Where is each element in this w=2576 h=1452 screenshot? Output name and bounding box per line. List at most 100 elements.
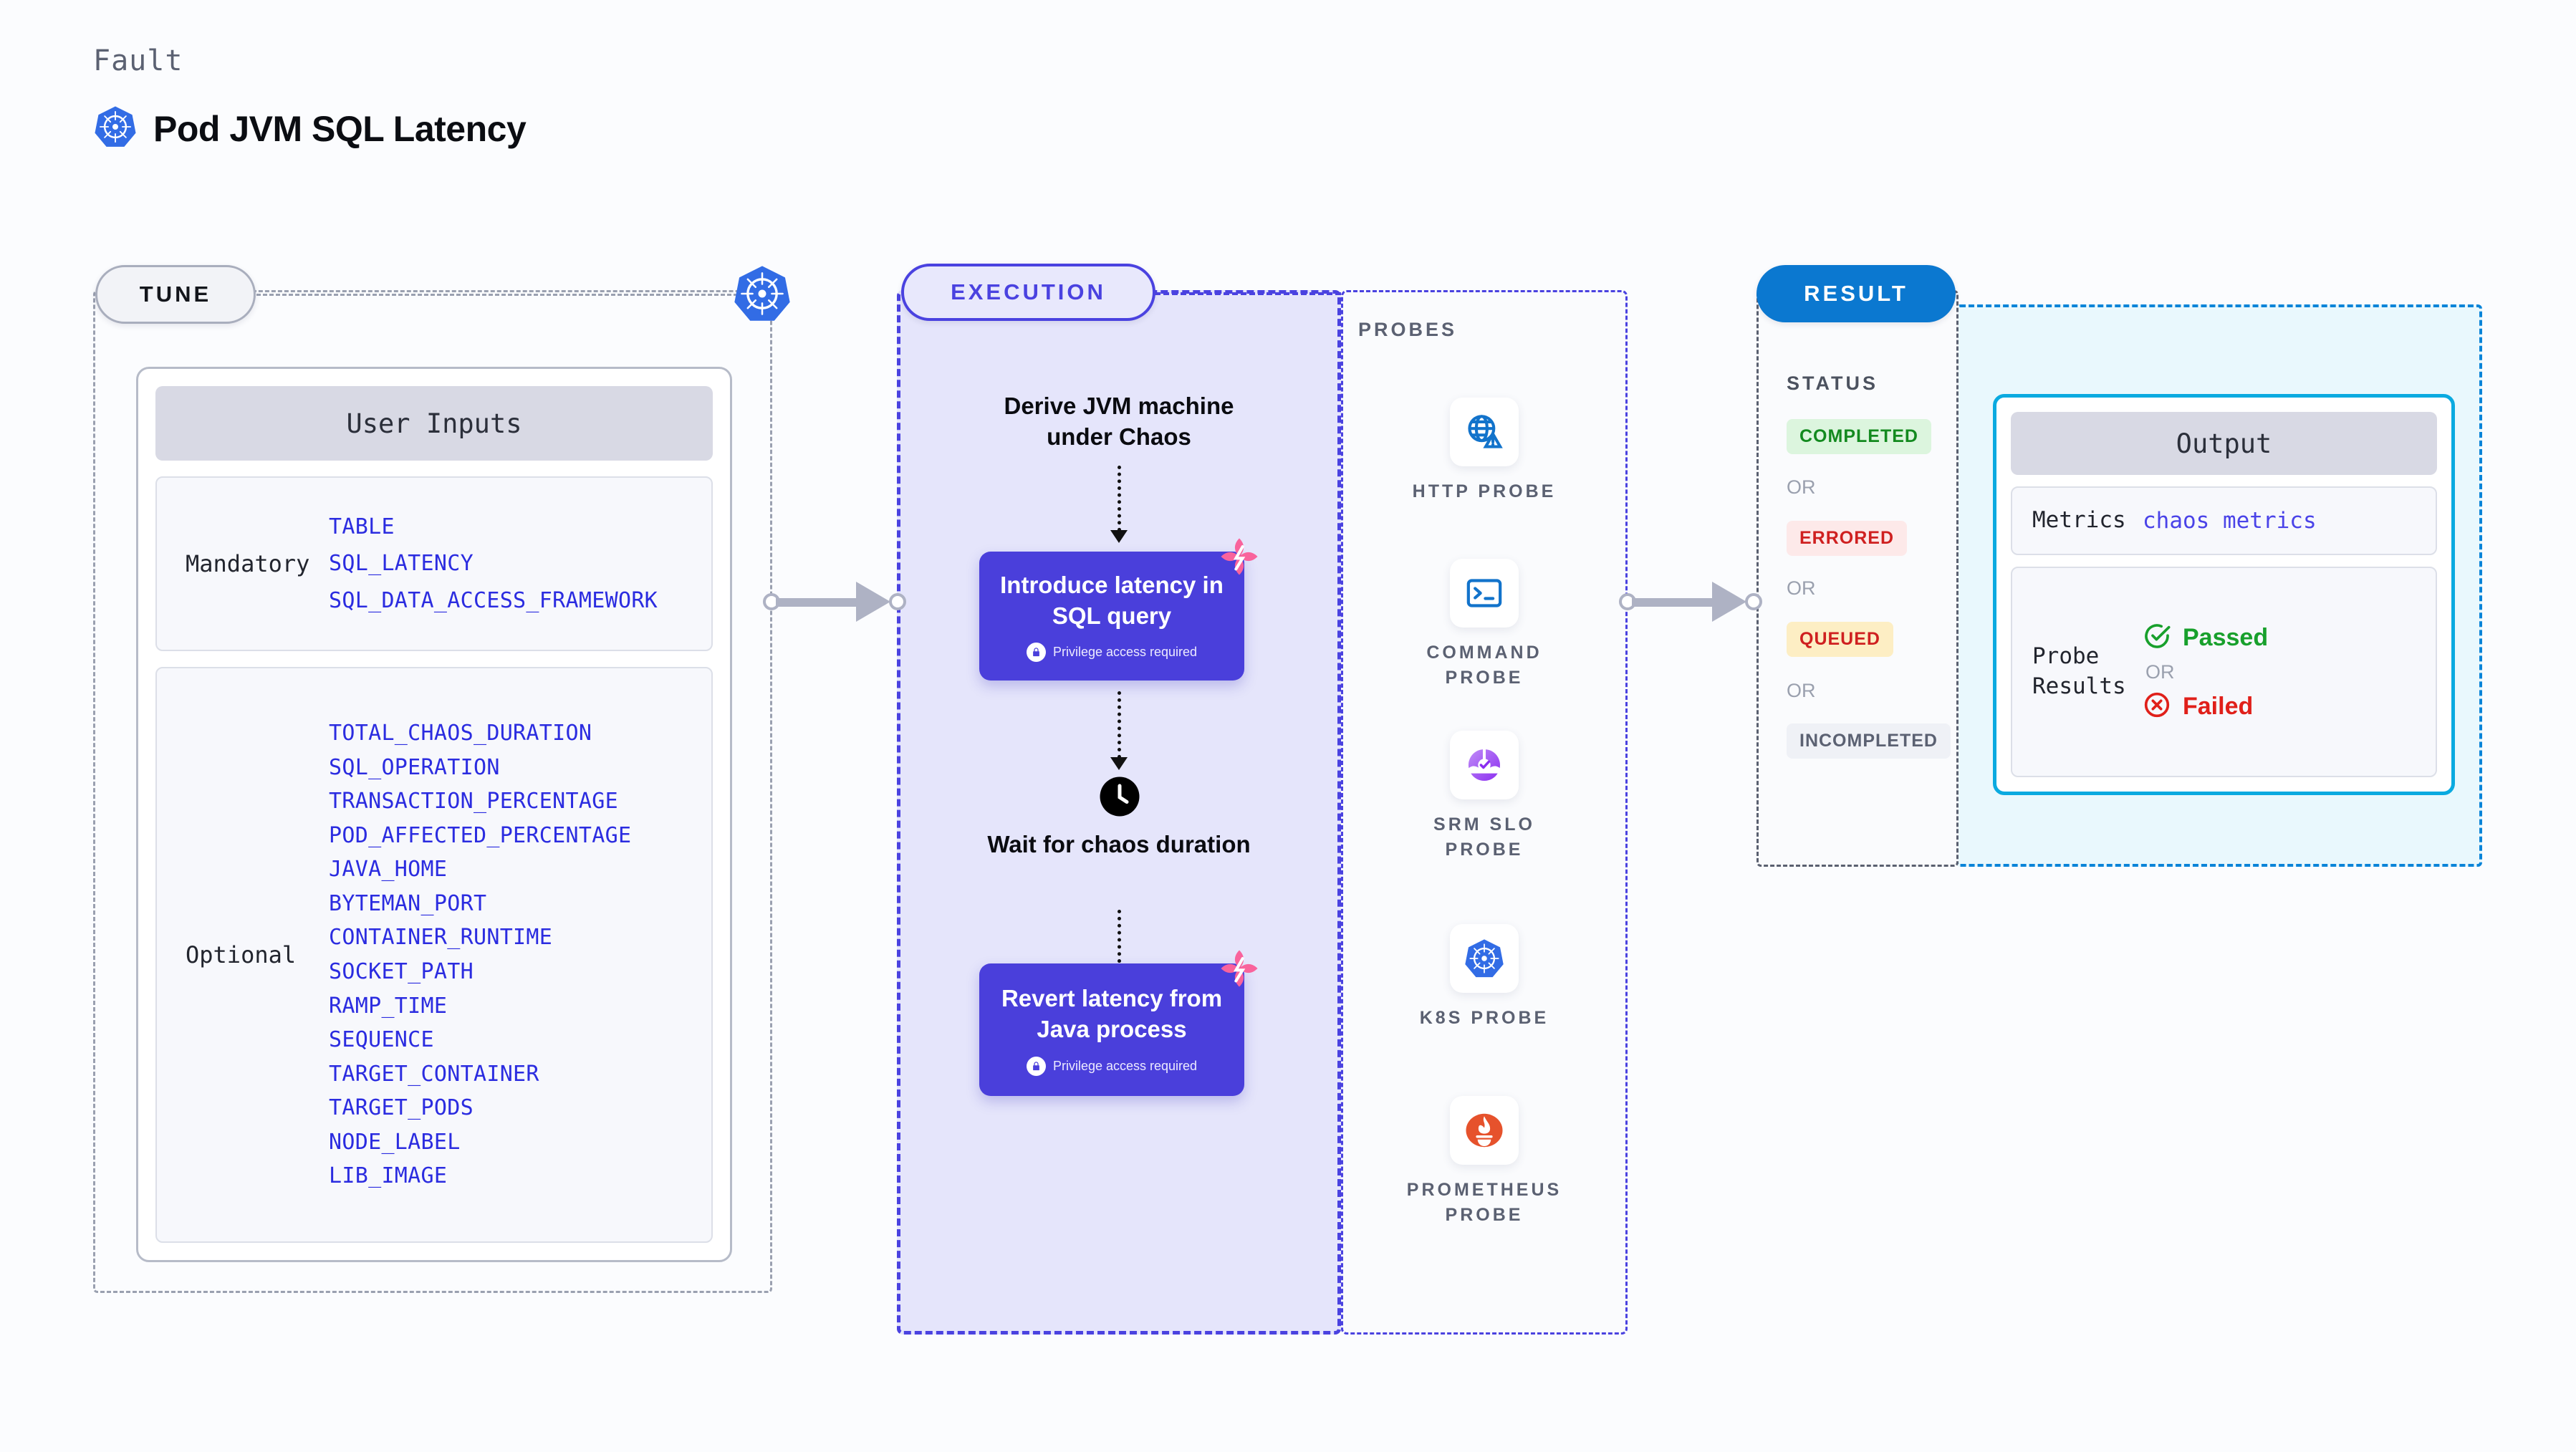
probe-label: HTTP PROBE [1412, 481, 1557, 501]
mandatory-param-list: TABLE SQL_LATENCY SQL_DATA_ACCESS_FRAMEW… [329, 509, 658, 620]
clock-icon [1098, 775, 1141, 818]
output-title: Output [2011, 412, 2437, 475]
probe-srm-slo[interactable]: SRM SLO PROBE [1391, 731, 1577, 862]
prometheus-icon [1450, 1096, 1519, 1165]
metrics-key: Metrics [2032, 507, 2126, 534]
check-circle-icon [2143, 622, 2171, 654]
param-item[interactable]: TRANSACTION_PERCENTAGE [329, 789, 618, 814]
x-circle-icon [2143, 691, 2171, 723]
optional-param-list: TOTAL_CHAOS_DURATION SQL_OPERATION TRANS… [329, 716, 631, 1193]
probe-label: SRM SLO PROBE [1433, 814, 1535, 860]
connector-arrowhead [1712, 582, 1746, 622]
chaos-badge-icon [1219, 948, 1260, 989]
kubernetes-icon [732, 264, 792, 324]
terminal-icon [1450, 559, 1519, 628]
param-item[interactable]: TARGET_CONTAINER [329, 1061, 539, 1087]
arrow-introduce-to-wait [1110, 691, 1128, 770]
probe-results-key: Probe Results [2032, 643, 2126, 699]
probe-result-failed: Failed [2143, 691, 2268, 723]
metrics-row: Metrics chaos metrics [2011, 486, 2437, 555]
status-or-1: OR [1787, 476, 1816, 498]
param-item[interactable]: SQL_DATA_ACCESS_FRAMEWORK [329, 587, 658, 613]
param-item[interactable]: SEQUENCE [329, 1027, 434, 1053]
result-pill[interactable]: RESULT [1756, 265, 1956, 322]
connector-dot-right [889, 593, 906, 610]
user-inputs-title: User Inputs [155, 386, 713, 461]
param-item[interactable]: RAMP_TIME [329, 993, 448, 1019]
status-title: STATUS [1787, 372, 1878, 394]
kubernetes-icon [93, 105, 138, 153]
user-inputs-card: User Inputs Mandatory TABLE SQL_LATENCY … [136, 367, 732, 1262]
lock-icon [1026, 1056, 1046, 1076]
param-item[interactable]: TABLE [329, 514, 395, 539]
connector-tune-to-execution [763, 580, 906, 623]
tune-pill[interactable]: TUNE [95, 265, 256, 324]
kubernetes-icon [1450, 924, 1519, 993]
privilege-note: Privilege access required [1026, 643, 1198, 663]
mandatory-label: Mandatory [186, 550, 310, 577]
probe-k8s[interactable]: K8S PROBE [1391, 924, 1577, 1031]
probe-label: COMMAND PROBE [1426, 643, 1542, 688]
status-badge-errored: ERRORED [1787, 521, 1908, 556]
connector-dot-right [1745, 593, 1762, 610]
param-item[interactable]: NODE_LABEL [329, 1129, 461, 1155]
param-item[interactable]: TOTAL_CHAOS_DURATION [329, 721, 592, 746]
srm-slo-icon [1450, 731, 1519, 799]
param-item[interactable]: SOCKET_PATH [329, 959, 474, 984]
param-item[interactable]: BYTEMAN_PORT [329, 890, 487, 916]
param-item[interactable]: SQL_OPERATION [329, 754, 500, 780]
probe-command[interactable]: COMMAND PROBE [1391, 559, 1577, 691]
connector-bar [1632, 598, 1732, 607]
arrow-derive-to-introduce [1110, 466, 1128, 543]
mandatory-params-box: Mandatory TABLE SQL_LATENCY SQL_DATA_ACC… [155, 476, 713, 651]
globe-warning-icon [1450, 398, 1519, 466]
param-item[interactable]: TARGET_PODS [329, 1095, 474, 1121]
execution-step-introduce-latency[interactable]: Introduce latency in SQL query Privilege… [979, 538, 1258, 681]
metrics-value[interactable]: chaos metrics [2143, 508, 2317, 534]
status-badge-incompleted: INCOMPLETED [1787, 723, 1951, 759]
title-row: Pod JVM SQL Latency [93, 105, 527, 153]
execution-pill[interactable]: EXECUTION [901, 264, 1155, 321]
optional-params-box: Optional TOTAL_CHAOS_DURATION SQL_OPERAT… [155, 667, 713, 1243]
status-or-3: OR [1787, 680, 1816, 701]
optional-label: Optional [186, 941, 297, 968]
connector-arrowhead [856, 582, 890, 622]
probe-label: PROMETHEUS PROBE [1406, 1180, 1562, 1225]
result-status-region [1756, 290, 1959, 867]
probe-prometheus[interactable]: PROMETHEUS PROBE [1391, 1096, 1577, 1228]
probe-http[interactable]: HTTP PROBE [1391, 398, 1577, 504]
param-item[interactable]: JAVA_HOME [329, 857, 448, 883]
status-or-2: OR [1787, 577, 1816, 599]
execution-step-derive: Derive JVM machine under Chaos [1004, 393, 1234, 450]
probe-results-values: Passed OR Failed [2143, 622, 2268, 723]
tune-connector-line [256, 294, 751, 296]
chaos-badge-icon [1219, 536, 1260, 577]
page-title: Pod JVM SQL Latency [153, 108, 527, 149]
status-badge-queued: QUEUED [1787, 622, 1893, 657]
probe-label: K8S PROBE [1419, 1008, 1549, 1028]
probe-result-or: OR [2145, 660, 2175, 683]
page-header: Fault Pod JVM SQL Latency [93, 44, 527, 153]
probes-title: PROBES [1358, 319, 1458, 340]
failed-label: Failed [2183, 692, 2254, 720]
passed-label: Passed [2183, 623, 2269, 651]
privilege-text: Privilege access required [1052, 645, 1198, 660]
connector-probes-to-result [1619, 580, 1762, 623]
param-item[interactable]: CONTAINER_RUNTIME [329, 925, 553, 951]
status-badge-completed: COMPLETED [1787, 419, 1931, 454]
probe-result-passed: Passed [2143, 622, 2268, 654]
param-item[interactable]: POD_AFFECTED_PERCENTAGE [329, 822, 632, 848]
param-item[interactable]: SQL_LATENCY [329, 551, 474, 577]
connector-bar [776, 598, 876, 607]
fault-label: Fault [93, 44, 183, 77]
execution-step-label: Revert latency from Java process [1001, 985, 1223, 1042]
execution-connector-line [1155, 292, 1341, 295]
execution-step-wait: Wait for chaos duration [987, 831, 1251, 857]
privilege-note: Privilege access required [1026, 1056, 1197, 1076]
probe-results-row: Probe Results Passed OR [2011, 567, 2437, 777]
param-item[interactable]: LIB_IMAGE [329, 1163, 448, 1189]
output-card: Output Metrics chaos metrics Probe Resul… [1993, 394, 2455, 795]
execution-step-label: Introduce latency in SQL query [1000, 571, 1224, 629]
execution-step-revert-latency[interactable]: Revert latency from Java process Privile… [979, 950, 1258, 1096]
lock-icon [1026, 643, 1046, 663]
